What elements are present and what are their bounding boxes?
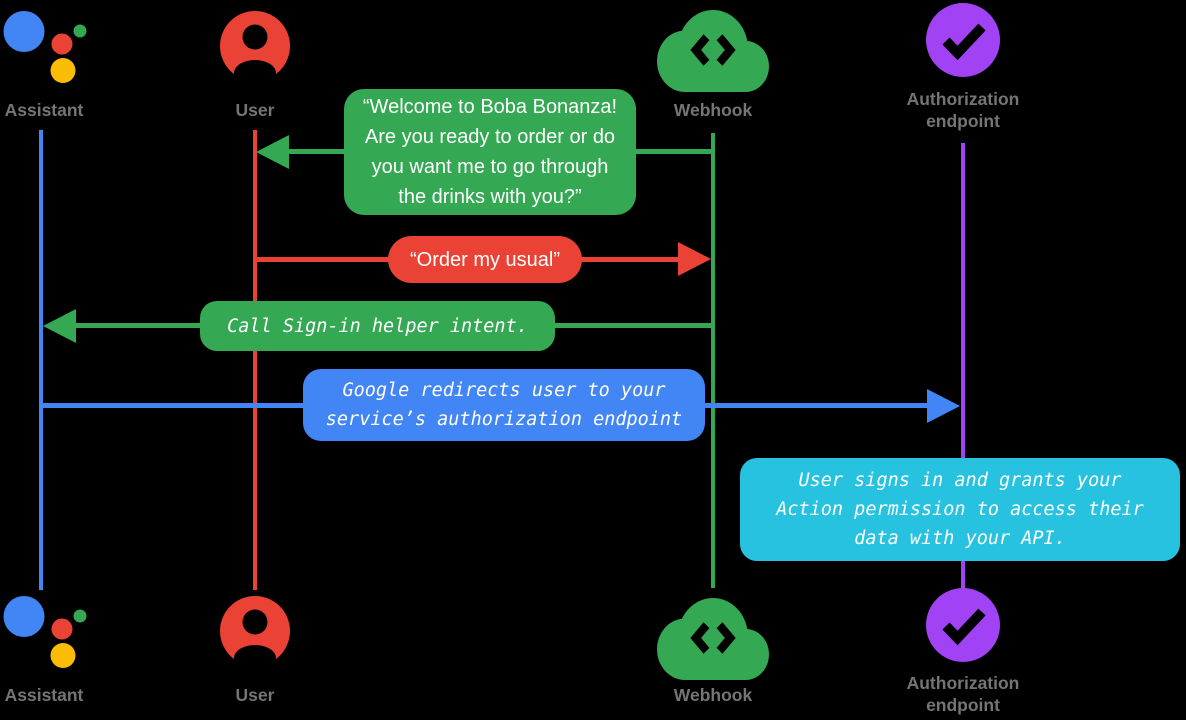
message-bubble-welcome: “Welcome to Boba Bonanza! Are you ready … xyxy=(344,89,636,215)
lifeline-assistant xyxy=(39,130,43,590)
actor-label-webhook-bottom: Webhook xyxy=(673,685,753,705)
actor-label-user-top: User xyxy=(235,100,275,120)
note-bubble-signin-grant: User signs in and grants your Action per… xyxy=(740,458,1180,561)
welcome-line: Are you ready to order or do xyxy=(364,126,616,148)
arrowhead-order xyxy=(678,242,711,276)
actor-label-assistant-bottom: Assistant xyxy=(4,685,84,705)
actor-label-authorization-endpoint-top: Authorization endpoint xyxy=(888,88,1038,132)
google-assistant-icon xyxy=(3,11,87,83)
redirect-line: service’s authorization endpoint xyxy=(325,409,683,430)
lifeline-user xyxy=(253,130,257,590)
actor-label-authorization-endpoint-bottom: Authorization endpoint xyxy=(888,672,1038,716)
actor-label-user-bottom: User xyxy=(235,685,275,705)
note-line: data with your API. xyxy=(854,528,1066,549)
message-bubble-signin: Call Sign-in helper intent. xyxy=(200,301,555,351)
arrowhead-welcome xyxy=(256,135,289,169)
redirect-line: Google redirects user to your xyxy=(342,380,666,401)
actor-label-assistant-top: Assistant xyxy=(4,100,84,120)
authorization-label-line1: Authorization xyxy=(906,89,1020,109)
welcome-line: “Welcome to Boba Bonanza! xyxy=(362,96,618,118)
cloud-code-icon xyxy=(657,10,769,92)
authorization-label-line1-bottom: Authorization xyxy=(906,673,1020,693)
google-assistant-icon-bottom xyxy=(3,596,87,668)
message-bubble-redirect: Google redirects user to your service’s … xyxy=(303,369,705,441)
lifeline-authorization-endpoint xyxy=(961,143,965,590)
signin-text: Call Sign-in helper intent. xyxy=(227,315,528,337)
note-line: Action permission to access their xyxy=(776,499,1144,520)
check-circle-icon-bottom xyxy=(926,588,1000,662)
welcome-line: you want me to go through xyxy=(371,156,609,178)
authorization-label-line2: endpoint xyxy=(926,111,1000,131)
arrowhead-signin xyxy=(43,309,76,343)
order-text: “Order my usual” xyxy=(409,248,561,271)
actor-label-webhook-top: Webhook xyxy=(673,100,753,120)
check-circle-icon xyxy=(926,3,1000,77)
person-icon xyxy=(220,11,290,81)
authorization-label-line2-bottom: endpoint xyxy=(926,695,1000,715)
arrowhead-redirect xyxy=(927,389,960,423)
note-line: User signs in and grants your xyxy=(798,470,1122,491)
cloud-code-icon-bottom xyxy=(657,598,769,680)
person-icon-bottom xyxy=(220,596,290,666)
message-bubble-order: “Order my usual” xyxy=(388,236,582,283)
welcome-line: the drinks with you?” xyxy=(398,186,582,208)
lifeline-webhook xyxy=(711,133,715,588)
